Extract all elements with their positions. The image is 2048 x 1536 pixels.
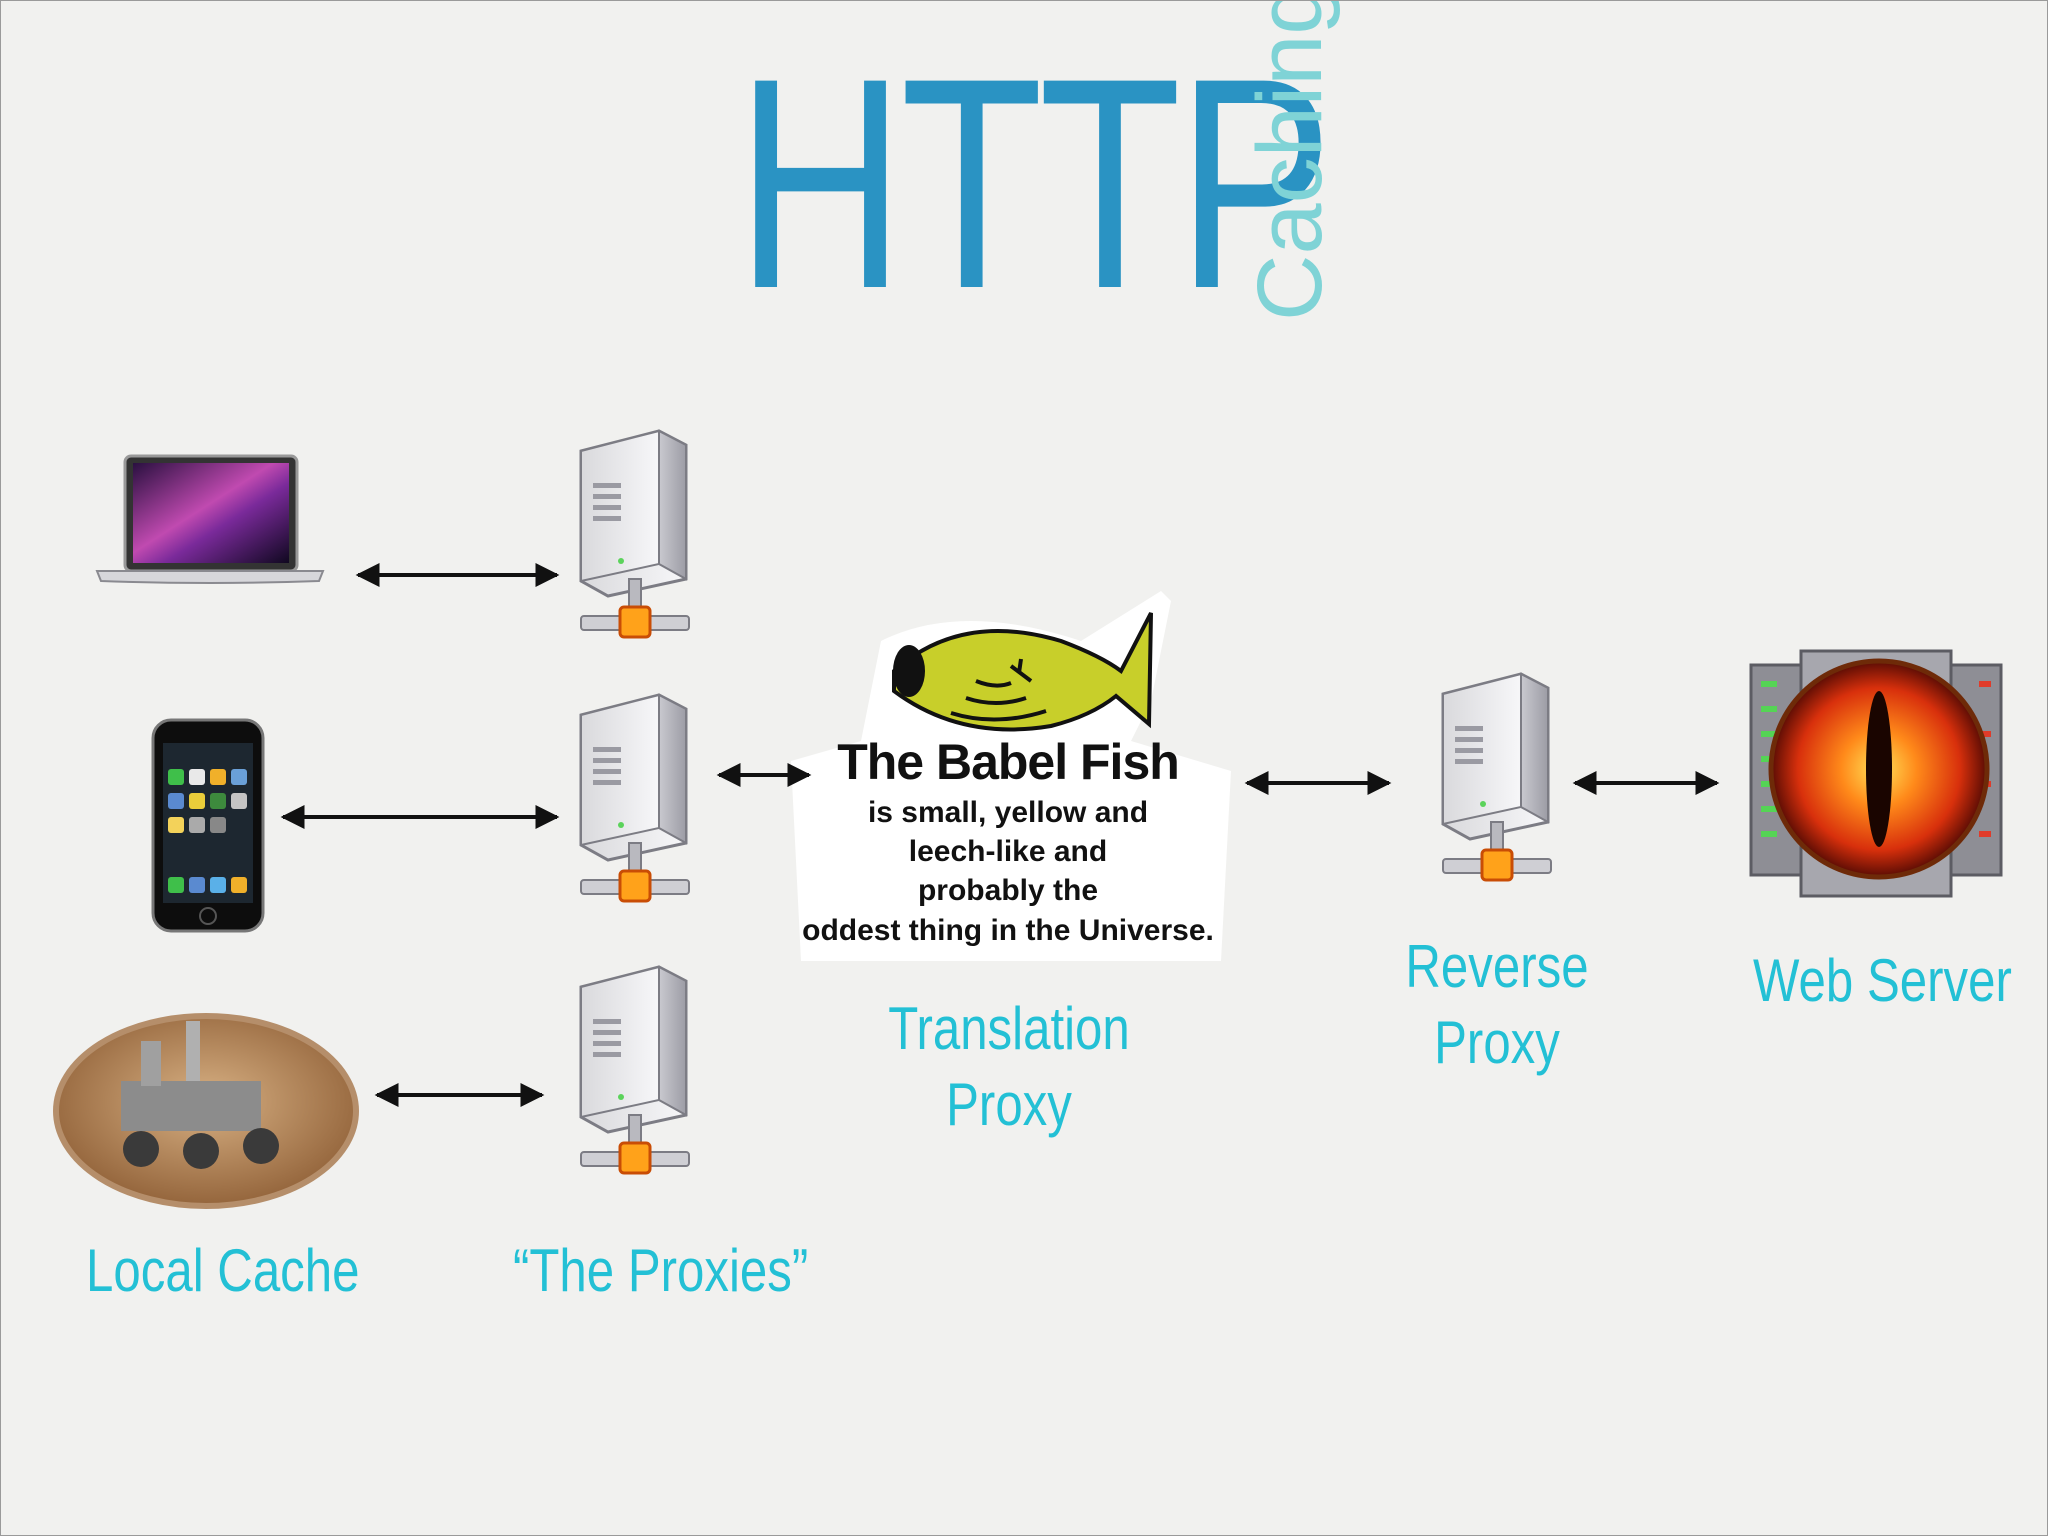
babel-fish-heading: The Babel Fish <box>837 734 1180 790</box>
laptop-icon <box>95 454 325 584</box>
babel-fish-line-2: leech-like and <box>908 835 1108 868</box>
label-local-cache: Local Cache <box>86 1237 360 1304</box>
label-web-server: Web Server <box>1753 947 2012 1014</box>
proxy-server-icon-2 <box>579 693 691 903</box>
label-reverse-proxy-line2: Proxy <box>1434 1009 1560 1076</box>
label-reverse-proxy-line1: Reverse <box>1405 933 1589 1000</box>
proxy-server-icon-1 <box>579 429 691 639</box>
slide-title: HTTP <box>736 15 1333 351</box>
babel-fish-line-1: is small, yellow and <box>867 796 1149 829</box>
web-server-icon <box>1749 649 2003 898</box>
label-the-proxies: “The Proxies” <box>513 1237 809 1304</box>
mars-rover-image <box>53 1013 359 1209</box>
babel-fish-sticker <box>791 591 1231 961</box>
connector-arrows <box>280 563 1720 1107</box>
proxy-server-icon-3 <box>579 965 691 1175</box>
babel-fish-line-4: oddest thing in the Universe. <box>802 914 1214 947</box>
reverse-proxy-server-icon <box>1441 672 1553 882</box>
label-translation-proxy-line1: Translation <box>888 995 1130 1062</box>
label-translation-proxy-line2: Proxy <box>946 1071 1072 1138</box>
phone-icon <box>151 718 265 933</box>
babel-fish-line-3: probably the <box>917 874 1098 907</box>
